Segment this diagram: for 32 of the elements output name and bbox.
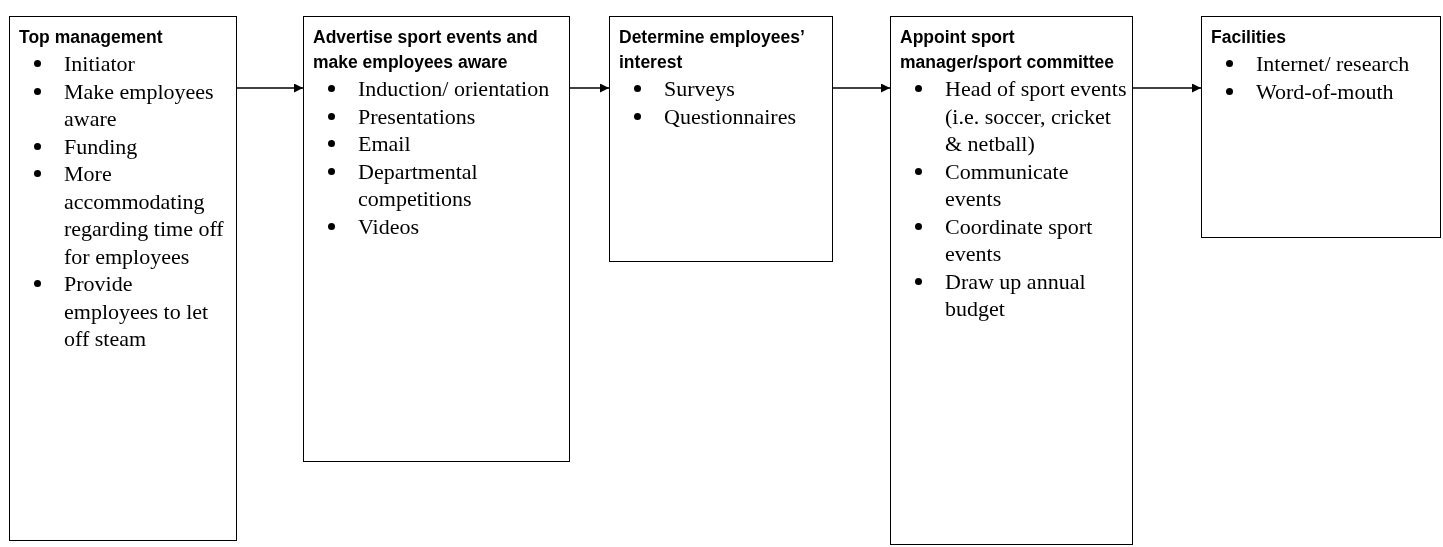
process-box [890,16,1133,545]
bullet-item: Induction/ orientation [358,76,550,101]
bullet-item: Funding [64,133,138,159]
box-heading: Advertise sport events and make employees aware [313,26,539,74]
arrow [236,83,304,93]
arrow [832,83,891,93]
bullet-item: Questionnaires [664,103,796,129]
box-heading: Appoint sport manager/sport committee [900,26,1115,74]
box-heading: Facilities [1211,26,1287,49]
bullet-item: Coordinate sport events [945,213,1093,266]
bullet-item: Surveys [664,76,735,101]
bullet-item: More accommodating regarding time off for employees [64,161,224,269]
bullet-item: Make employees aware [64,78,214,131]
bullet-item: Departmental competitions [358,158,478,211]
process-box [609,16,833,262]
process-box [303,16,570,462]
process-box [9,16,237,541]
bullet-item: Videos [358,213,419,239]
box-heading: Determine employees’ interest [619,26,805,74]
arrow [1132,83,1202,93]
bullet-item: Presentations [358,103,476,129]
bullet-item: Head of sport events (i.e. soccer, cricket & netball) [945,76,1127,156]
bullet-item: Word-of-mouth [1256,78,1394,104]
bullet-item: Email [358,131,411,156]
bullet-item: Initiator [64,51,135,76]
box-heading: Top management [19,26,164,49]
bullet-item: Communicate events [945,158,1069,211]
bullet-item: Provide employees to let off steam [64,271,209,351]
process-box [1201,16,1441,238]
bullet-item: Internet/ research [1256,51,1410,76]
arrow [569,83,610,93]
bullet-item: Draw up annual budget [945,268,1086,321]
